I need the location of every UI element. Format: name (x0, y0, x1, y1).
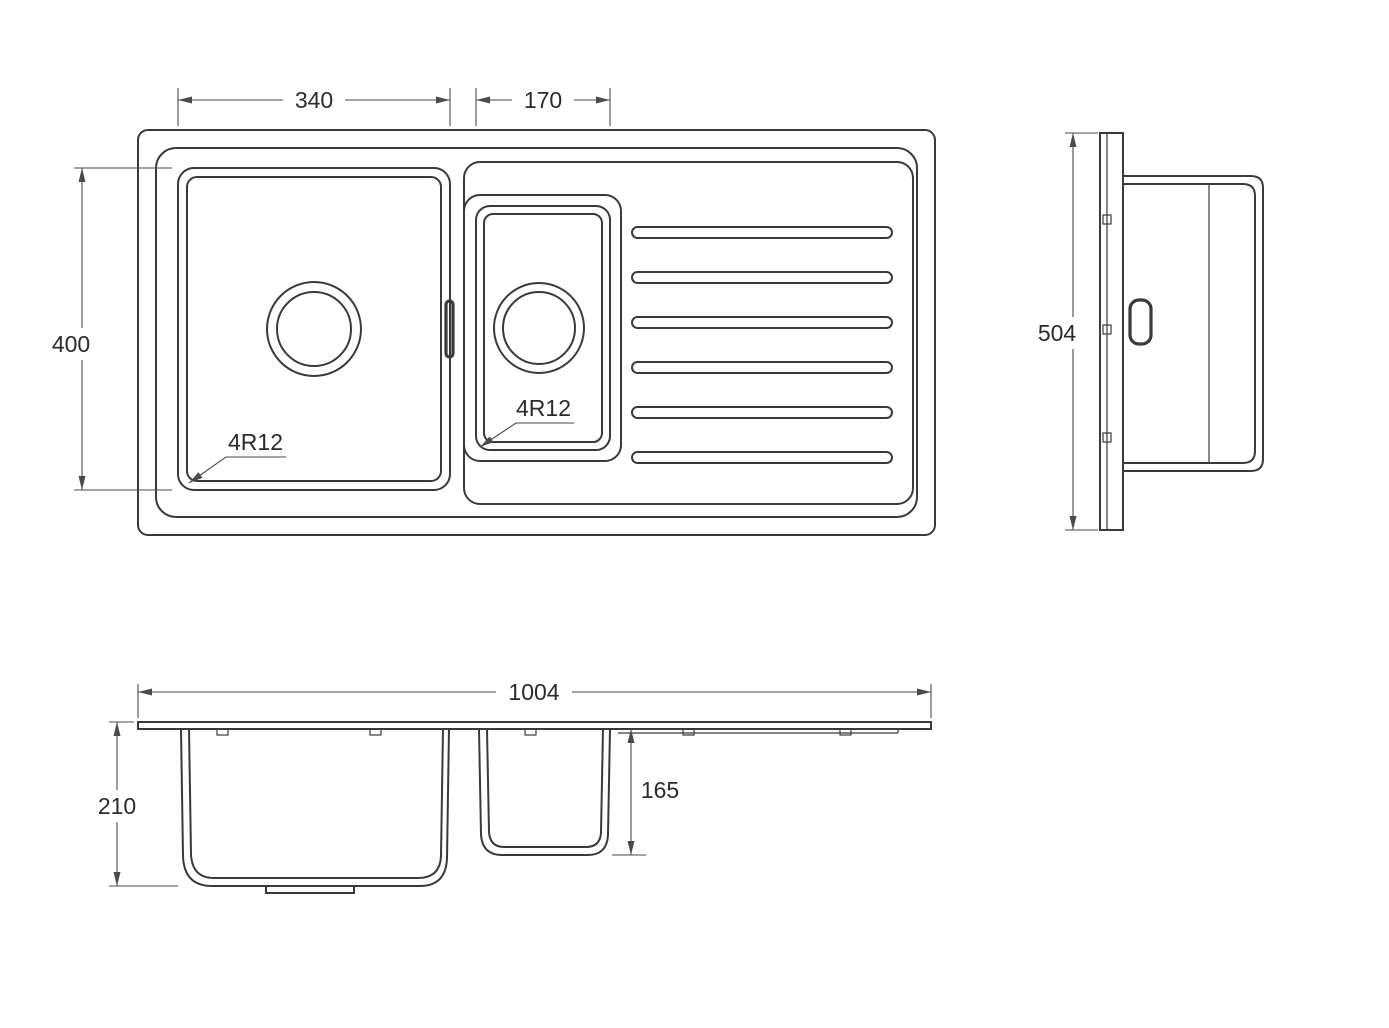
front-flange (137, 721, 932, 730)
radius-label-half-bowl: 4R12 (516, 395, 571, 421)
dim-label-mask (89, 790, 145, 822)
drainer-groove (631, 226, 893, 239)
main-drain-outer (266, 281, 362, 377)
dim-bowl-front-to-back: 400 (43, 167, 172, 491)
dim-label-mask (634, 775, 686, 805)
leader-line (479, 422, 574, 448)
leader-line (188, 456, 286, 484)
half-drain-outer (493, 282, 585, 374)
dim-label-mask (496, 679, 572, 705)
dim-main-bowl-depth: 210 (89, 721, 178, 887)
drainer-groove (631, 451, 893, 464)
fixing-clip (682, 728, 695, 736)
drainer-groove (631, 271, 893, 284)
dim-label-bowl-front-to-back: 400 (52, 331, 90, 357)
side-body-inner (1123, 183, 1256, 464)
dim-overall-length: 1004 (137, 679, 932, 718)
drainer-grooves (631, 226, 893, 464)
front-main-bowl-outer (180, 728, 450, 887)
fixing-clip (216, 728, 229, 736)
plan-inner-rim (155, 147, 918, 518)
fixing-clip (1102, 324, 1112, 335)
half-bowl-outer (475, 205, 611, 451)
side-view: 504 (1029, 132, 1264, 531)
front-view: 1004 210 165 (89, 679, 932, 894)
dim-label-half-bowl-depth: 165 (641, 777, 679, 803)
main-drain-inner (276, 291, 352, 367)
dim-label-mask (283, 87, 345, 113)
radius-label-main-bowl: 4R12 (228, 429, 283, 455)
radius-callout-main-bowl: 4R12 (188, 429, 286, 484)
fixing-clip (369, 728, 382, 736)
front-main-bowl-inner (188, 728, 444, 879)
dim-overall-depth: 504 (1029, 132, 1098, 531)
main-bowl-inner (186, 176, 442, 482)
main-bowl-outer (177, 167, 451, 491)
half-bowl-inner (483, 213, 603, 443)
fixing-clip (839, 728, 852, 736)
fixing-clip (1102, 214, 1112, 225)
front-main-drain-boss (265, 886, 355, 894)
dim-label-mask (43, 328, 99, 360)
front-half-bowl-inner (486, 728, 604, 848)
dim-label-half-bowl-width: 170 (524, 87, 562, 113)
dim-label-main-bowl-depth: 210 (98, 793, 136, 819)
drainer-groove (631, 316, 893, 329)
fixing-clip (524, 728, 537, 736)
dim-label-mask (512, 87, 574, 113)
fixing-clip (1102, 432, 1112, 443)
plan-view: 340 170 400 4R12 4R12 (43, 87, 936, 536)
side-flange-plate (1099, 132, 1124, 531)
front-half-bowl-outer (478, 728, 611, 856)
side-overflow-slot (1128, 298, 1153, 346)
plan-outer-edge (137, 129, 936, 536)
dim-main-bowl-width: 340 (177, 87, 451, 126)
main-bowl-overflow-slot (444, 299, 455, 359)
drainer-groove (631, 406, 893, 419)
side-body-outer (1123, 175, 1264, 472)
half-drain-inner (502, 291, 576, 365)
dim-half-bowl-width: 170 (475, 87, 611, 126)
dim-half-bowl-depth: 165 (612, 729, 686, 856)
dim-label-overall-depth: 504 (1038, 320, 1077, 346)
half-bowl-surround (463, 194, 622, 462)
drainer-groove (631, 361, 893, 374)
dim-label-mask (1029, 317, 1087, 349)
dim-label-overall-length: 1004 (508, 679, 559, 705)
dim-label-main-bowl-width: 340 (295, 87, 333, 113)
radius-callout-half-bowl: 4R12 (479, 395, 574, 448)
